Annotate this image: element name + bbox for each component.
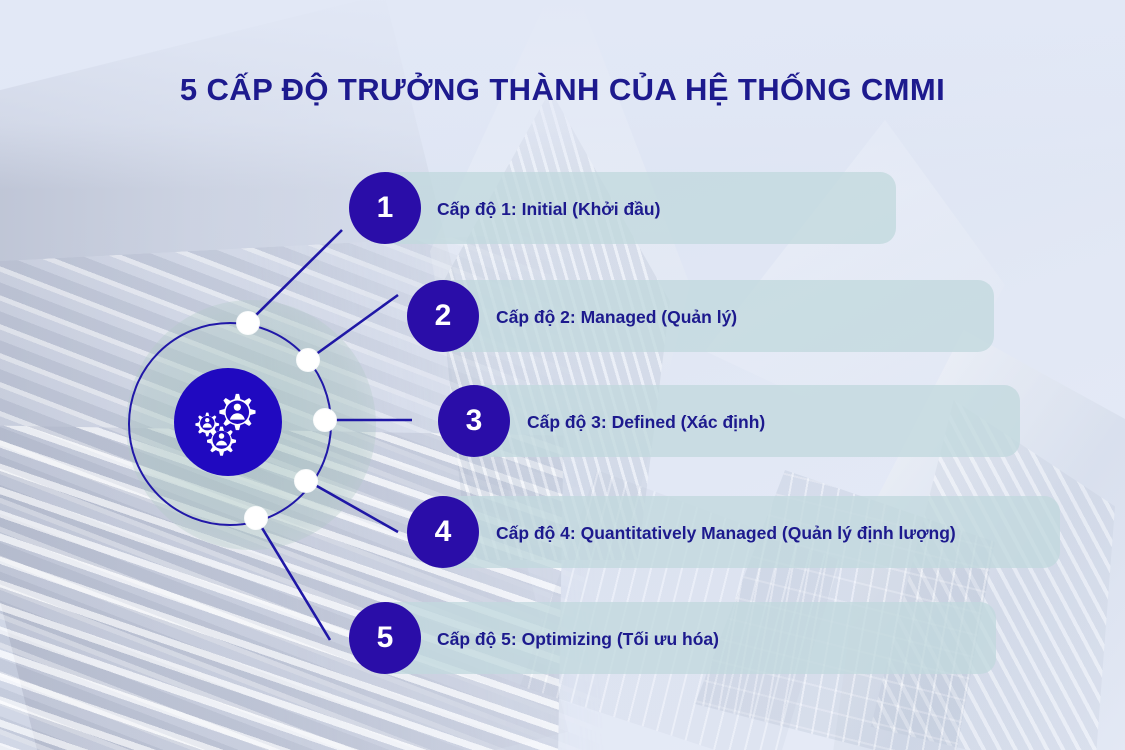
level-label-3: Cấp độ 3: Defined (Xác định) [527, 412, 766, 432]
level-bar-3 [455, 385, 1020, 457]
level-label-4: Cấp độ 4: Quantitatively Managed (Quản l… [496, 523, 956, 543]
node-dot-3 [314, 409, 336, 431]
level-number-3[interactable]: 3 [438, 385, 510, 457]
level-number-5[interactable]: 5 [349, 602, 421, 674]
level-label-1: Cấp độ 1: Initial (Khởi đầu) [437, 199, 661, 219]
level-bar-5 [366, 602, 996, 674]
level-number-1[interactable]: 1 [349, 172, 421, 244]
node-dot-1 [237, 312, 259, 334]
level-bar-2 [424, 280, 994, 352]
node-dot-5 [245, 507, 267, 529]
node-dot-2 [297, 349, 319, 371]
hub-core [174, 368, 282, 476]
gears-with-people-icon [189, 383, 267, 461]
level-label-5: Cấp độ 5: Optimizing (Tối ưu hóa) [437, 629, 719, 649]
page-title: 5 CẤP ĐỘ TRƯỞNG THÀNH CỦA HỆ THỐNG CMMI [179, 72, 946, 107]
level-label-2: Cấp độ 2: Managed (Quản lý) [496, 307, 738, 327]
background-top-fade [0, 0, 1125, 190]
level-bar-4 [424, 496, 1060, 568]
level-bar-1 [366, 172, 896, 244]
node-dot-4 [295, 470, 317, 492]
level-number-2[interactable]: 2 [407, 280, 479, 352]
level-number-4[interactable]: 4 [407, 496, 479, 568]
